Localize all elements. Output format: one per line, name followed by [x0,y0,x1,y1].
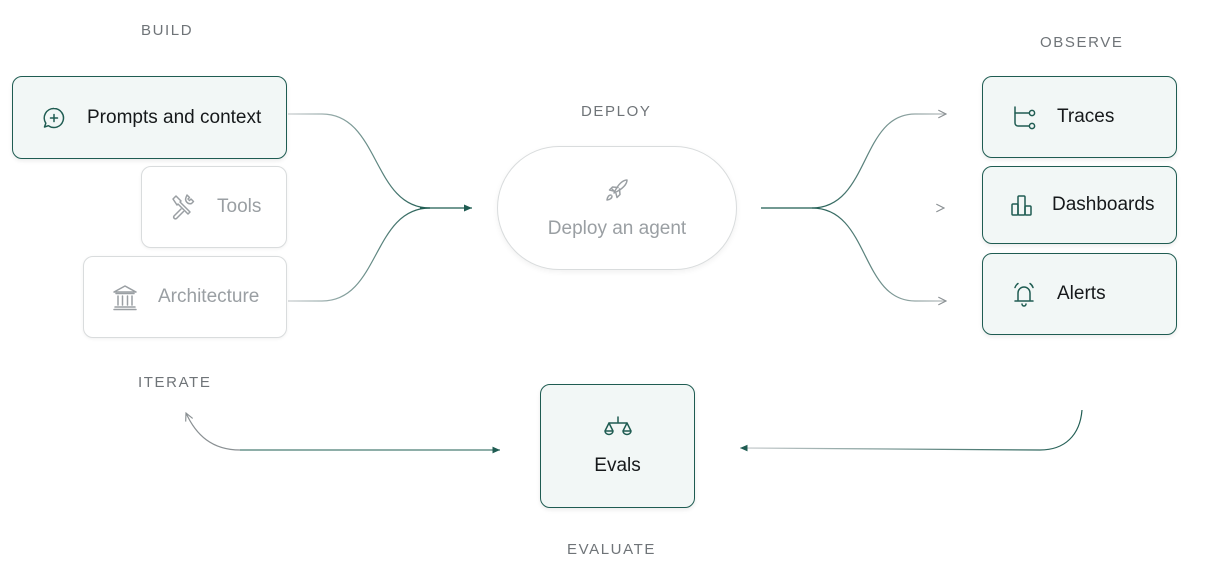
tools-label: Tools [217,196,262,217]
prompts-and-context-card[interactable]: Prompts and context [12,76,287,159]
iterate-stage-label: ITERATE [138,374,212,391]
evaluate-stage-label: EVALUATE [567,541,656,558]
connector-deploy-to-alerts [811,207,946,301]
architecture-card[interactable]: Architecture [83,256,287,338]
deploy-agent-pill[interactable]: Deploy an agent [497,146,737,270]
connector-evals-to-iterate [186,413,241,451]
evals-label: Evals [594,455,641,476]
build-stage-label: BUILD [141,22,194,39]
traces-label: Traces [1057,106,1115,127]
dashboards-label: Dashboards [1052,194,1155,215]
connector-deploy-to-traces [811,114,946,209]
dashboards-card[interactable]: Dashboards [982,166,1177,244]
prompts-and-context-label: Prompts and context [87,106,262,128]
observe-stage-label: OBSERVE [1040,34,1124,51]
alerts-card[interactable]: Alerts [982,253,1177,335]
traces-icon [1011,104,1037,130]
chat-plus-icon [41,105,67,131]
scale-icon [603,415,632,441]
bell-icon [1011,280,1037,308]
connector-observe-to-evals [739,409,1083,452]
bar-chart-icon [1009,192,1035,218]
connector-architecture-to-deploy [288,207,431,302]
evals-card[interactable]: Evals [540,384,695,508]
deploy-stage-label: DEPLOY [581,103,652,120]
alerts-label: Alerts [1057,283,1106,304]
architecture-label: Architecture [158,286,260,307]
deploy-agent-label: Deploy an agent [547,218,687,239]
traces-card[interactable]: Traces [982,76,1177,158]
tools-icon [169,193,197,221]
rocket-icon [603,176,631,204]
connector-prompts-to-deploy [288,113,431,209]
bank-icon [112,283,138,311]
tools-card[interactable]: Tools [141,166,287,248]
